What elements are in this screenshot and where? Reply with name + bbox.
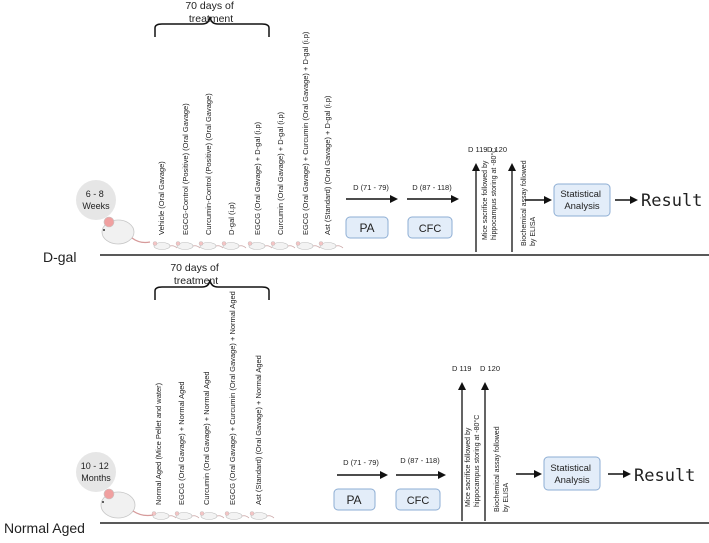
dgal-sacrifice-text: Mice sacrifice followed by hippocampus s… [482,148,498,240]
mouse-icon [295,241,321,250]
dgal-stats-label: Statistical Analysis [560,189,603,212]
dgal-age-badge: 6 - 8 Weeks [76,180,116,220]
dgal-group-label: Vehicle (Oral Gavage) [157,161,166,235]
aged-pa-label: PA [346,493,361,507]
aged-result-label: Result [634,466,695,486]
aged-stats-label: Statistical Analysis [550,463,593,486]
dgal-group-label: Curcumin (Oral Gavage) + D-gal (i.p) [276,111,285,235]
mouse-icon [224,511,250,520]
dgal-group-label: Ast (Standard) (Oral Gavage) + D-gal (i.… [323,95,332,235]
dgal-group-label: EGCG-Control (Positive) (Oral Gavage) [181,103,190,235]
dgal-sacrifice-day: D 119 [468,145,487,154]
dgal-stats-box [553,183,611,217]
aged-sacrifice-text: Mice sacrifice followed by hippocampus s… [465,415,481,507]
dgal-group-label: Curcumin-Control (Positive) (Oral Gavage… [204,93,213,235]
mouse-icon [270,241,296,250]
dgal-pa-box [345,216,389,239]
aged-age-badge: 10 - 12 Months [76,452,116,492]
svg-text:10 - 12 Months: 10 - 12 Months [81,461,112,483]
mouse-icon [249,511,275,520]
dgal-treatment-duration: 70 days of treatment [185,0,236,25]
dgal-treatment-brace [154,16,270,37]
dgal-cfc-label: CFC [419,223,442,235]
dgal-assay-day: D 120 [487,145,507,154]
aged-pa-box [333,488,376,511]
dgal-group-label: EGCG (Oral Gavage) + Curcumin (Oral Gava… [301,31,310,235]
mouse-icon [152,241,178,250]
aged-group-label: EGCG (Oral Gavage) + Curcumin (Oral Gava… [228,291,237,505]
mouse-icon [221,241,247,250]
aged-treatment-duration: 70 days of treatment [170,262,221,287]
aged-label: Normal Aged [4,520,85,536]
aged-assay-day: D 120 [480,364,500,373]
mouse-icon [199,511,225,520]
dgal-pa-label: PA [359,221,374,235]
aged-group-label: Curcumin (Oral Gavage) + Normal Aged [202,371,211,505]
aged-cfc-label: CFC [407,495,430,507]
dgal-group-label: EGCG (Oral Gavage) + D-gal (i.p) [253,121,262,235]
aged-group-label: Normal Aged (Mice Pellet and water) [154,382,163,505]
aged-treatment-brace [154,279,270,300]
aged-sacrifice-day: D 119 [452,364,471,373]
dgal-group-label: D-gal (i.p) [227,202,236,235]
aged-group-label: EGCG (Oral Gavage) + Normal Aged [177,381,186,505]
mouse-icon [247,241,273,250]
aged-group-label: Ast (Standard) (Oral Gavage) + Normal Ag… [254,355,263,505]
aged-section: 70 days of treatment Normal Aged (Mice P… [4,262,709,536]
mouse-icon [318,241,344,250]
dgal-cfc-days: D (87 - 118) [412,183,452,192]
aged-cfc-box [395,488,441,511]
mouse-icon [198,241,224,250]
mouse-icon [174,511,200,520]
dgal-result-label: Result [641,191,702,211]
mouse-icon [101,216,151,245]
svg-text:6 - 8 Weeks: 6 - 8 Weeks [82,189,110,211]
dgal-mice-row [152,241,344,250]
dgal-assay-text: Biochemical assay followed by ELISA [521,158,537,246]
dgal-label: D-gal [43,249,76,265]
mouse-icon [151,511,177,520]
aged-pa-days: D (71 - 79) [343,458,379,467]
mouse-icon [175,241,201,250]
aged-mice-row [151,511,275,520]
aged-stats-box [543,456,601,491]
dgal-cfc-box [407,216,453,239]
aged-assay-text: Biochemical assay followed by ELISA [494,424,510,512]
dgal-pa-days: D (71 - 79) [353,183,389,192]
mouse-icon [100,488,154,519]
dgal-section: 70 days of treatment Vehicle (Oral Gavag… [43,0,709,265]
aged-cfc-days: D (87 - 118) [400,456,440,465]
